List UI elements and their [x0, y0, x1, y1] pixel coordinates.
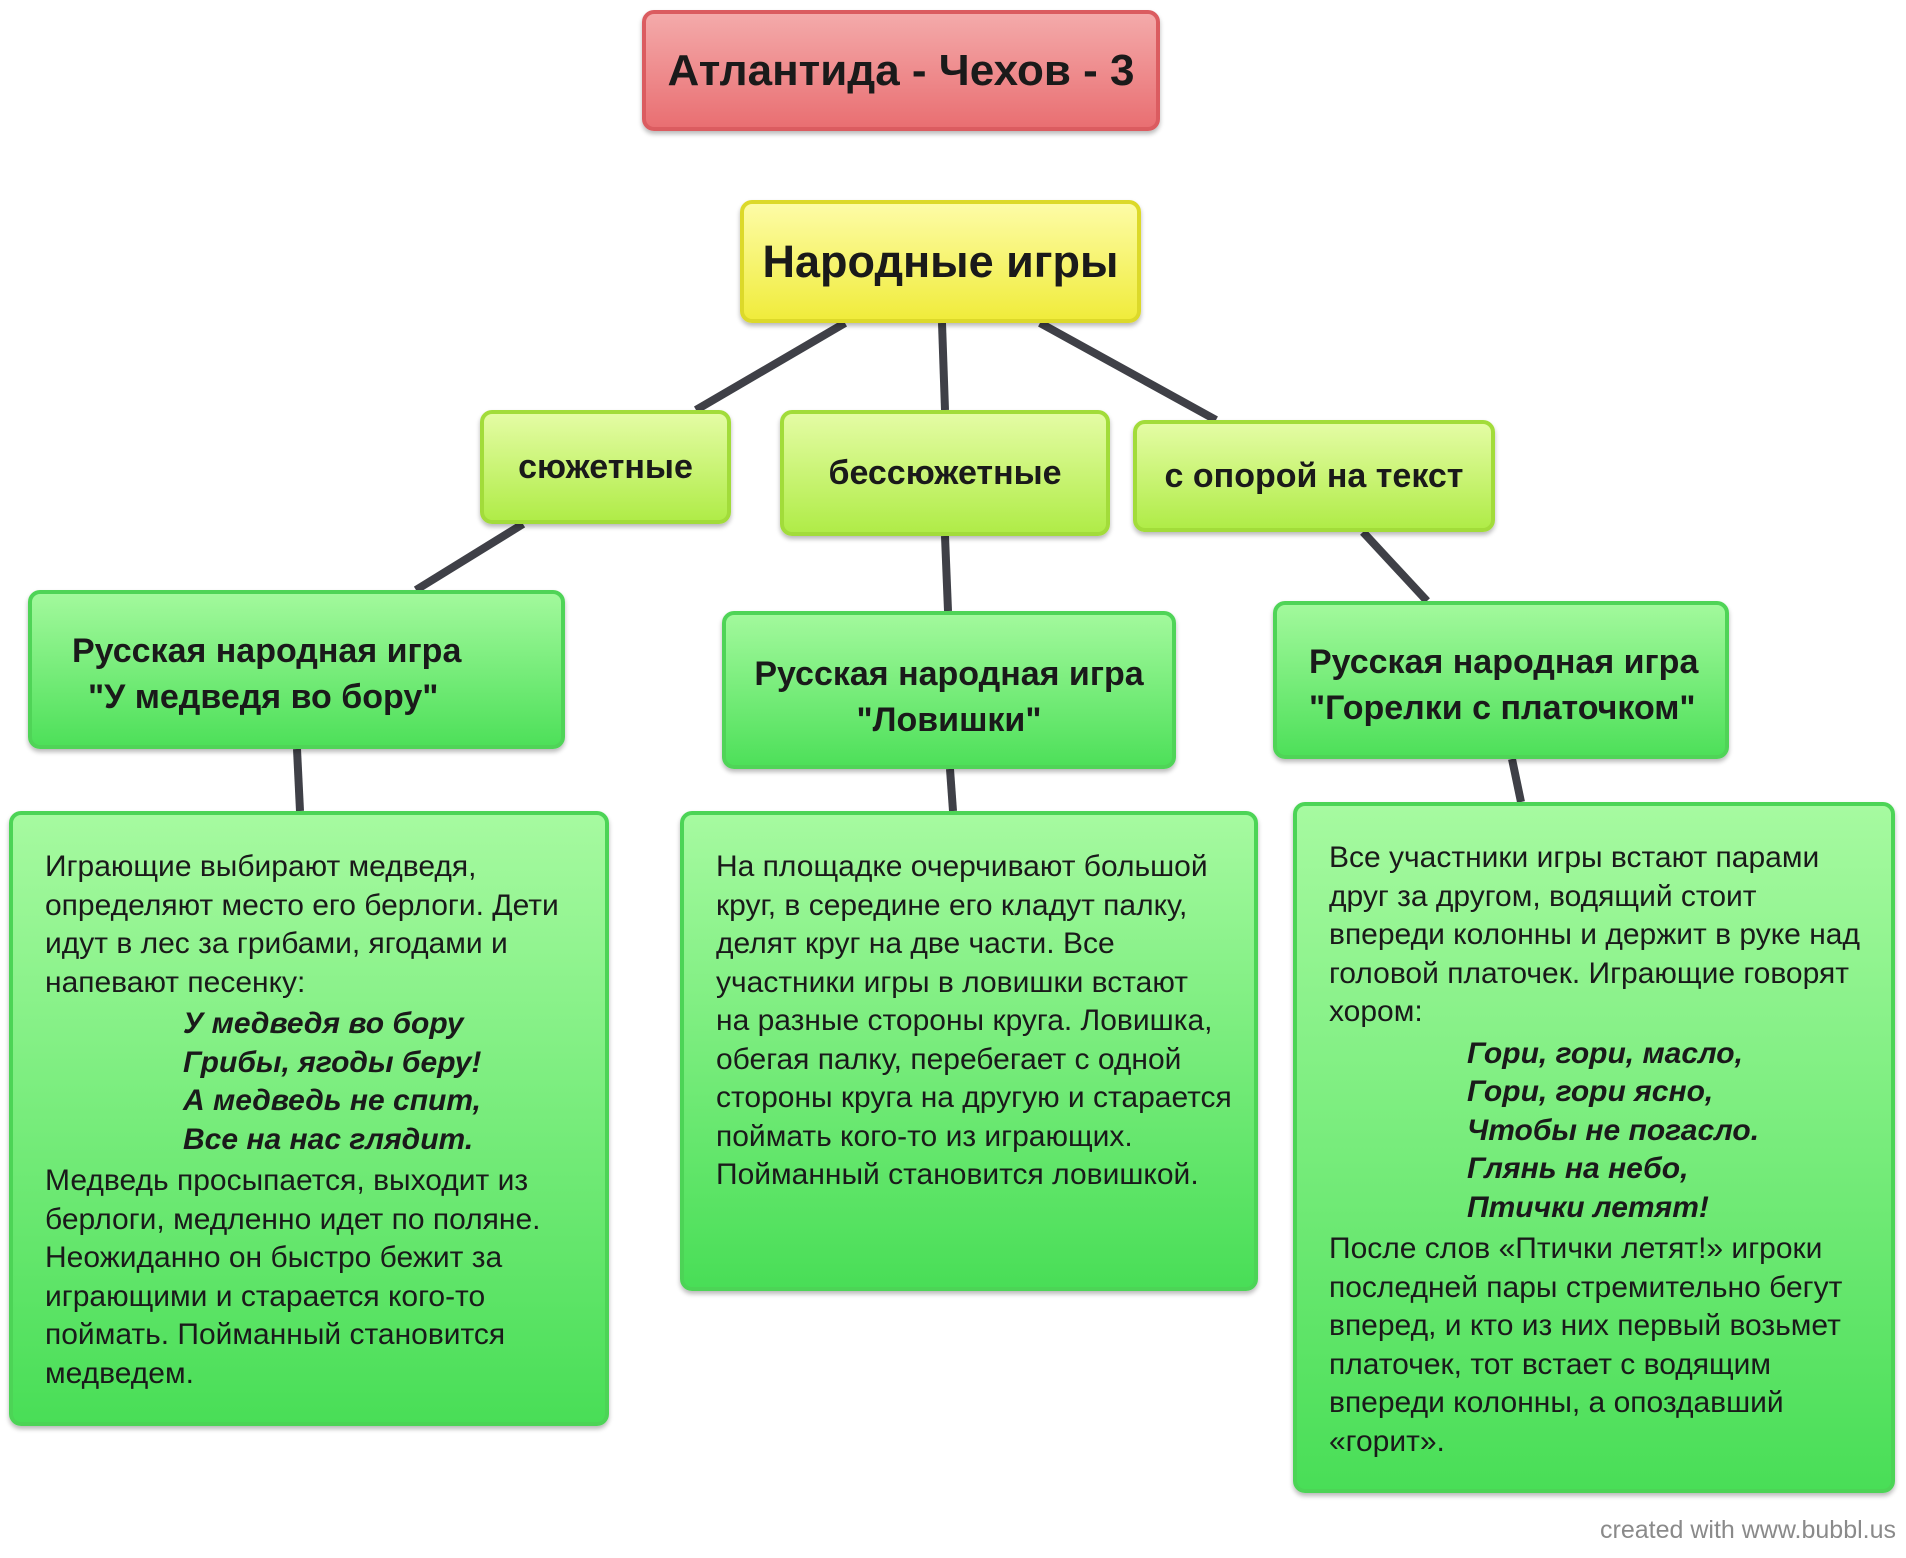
text-line: делят круг на две части. Все [716, 927, 1115, 960]
game-label-line2: "У медведя во бору" [88, 678, 439, 716]
text-line: платочек, тот встает с водящим [1329, 1347, 1772, 1381]
text-line: друг за другом, водящий стоит [1329, 879, 1757, 913]
verse-line: Птички летят! [1467, 1190, 1709, 1224]
description-outro: После слов «Птички летят!» игроки послед… [1329, 1230, 1881, 1461]
connector-cat3-to-game3 [1360, 529, 1430, 604]
description-node-bear[interactable]: Играющие выбирают медведя, определяют ме… [9, 811, 609, 1426]
description-intro: Играющие выбирают медведя, определяют ме… [45, 848, 595, 1002]
connector-root-to-cat1 [693, 319, 848, 414]
text-line: берлоги, медленно идет по поляне. [45, 1202, 541, 1236]
game-label-line1: Русская народная игра [72, 632, 462, 670]
text-line: Неожиданно он быстро бежит за [45, 1241, 503, 1274]
connector-game1-to-desc1 [293, 748, 304, 812]
text-line: обегая палку, перебегает с одной [716, 1042, 1182, 1076]
song-verse: Гори, гори, масло, Гори, гори ясно, Чтоб… [1329, 1035, 1881, 1228]
verse-line: Все на нас глядит. [183, 1122, 474, 1156]
credit-watermark: created with www.bubbl.us [1600, 1516, 1896, 1544]
text-line: круг, в середине его кладут палку, [716, 888, 1188, 922]
description-intro: На площадке очерчивают большой круг, в с… [716, 848, 1244, 1195]
category-node-text-based[interactable]: с опорой на текст [1133, 420, 1495, 532]
description-intro: Все участники игры встают парами друг за… [1329, 839, 1881, 1032]
text-line: стороны круга на другую и старается [716, 1081, 1232, 1114]
text-line: После слов «Птички летят!» игроки [1329, 1232, 1823, 1265]
connector-root-to-cat2 [938, 322, 949, 411]
text-line: поймать. Пойманный становится [45, 1318, 506, 1351]
game-node-catchers[interactable]: Русская народная игра "Ловишки" [722, 611, 1176, 769]
text-line: последней пары стремительно бегут [1329, 1270, 1843, 1304]
text-line: Пойманный становится ловишкой. [716, 1158, 1199, 1191]
text-line: впереди колонны, а опоздавший [1329, 1386, 1784, 1419]
text-line: Все участники игры встают парами [1329, 841, 1820, 874]
song-verse: У медведя во бору Грибы, ягоды беру! А м… [45, 1005, 595, 1159]
game-label-line2: "Ловишки" [856, 701, 1042, 739]
verse-line: Грибы, ягоды беру! [183, 1045, 482, 1079]
text-line: на разные стороны круга. Ловишка, [716, 1004, 1213, 1037]
game-label-line1: Русская народная игра [754, 655, 1144, 693]
text-line: головой платочек. Играющие говорят [1329, 956, 1849, 990]
text-line: хором: [1329, 995, 1423, 1028]
description-outro: Медведь просыпается, выходит из берлоги,… [45, 1162, 595, 1393]
category-node-plotless[interactable]: бессюжетные [780, 410, 1110, 536]
text-line: напевают песенку: [45, 965, 306, 999]
game-node-bear[interactable]: Русская народная игра "У медведя во бору… [28, 590, 565, 749]
text-line: впереди колонны и держит в руке над [1329, 918, 1860, 951]
text-line: Играющие выбирают медведя, [45, 850, 477, 883]
verse-line: У медведя во бору [183, 1007, 464, 1040]
text-line: поймать кого-то из играющих. [716, 1119, 1133, 1153]
text-line: играющими и старается кого-то [45, 1279, 486, 1313]
description-node-catchers[interactable]: На площадке очерчивают большой круг, в с… [680, 811, 1258, 1291]
category-node-plot[interactable]: сюжетные [480, 410, 731, 524]
description-node-burners[interactable]: Все участники игры встают парами друг за… [1293, 802, 1895, 1493]
game-node-burners[interactable]: Русская народная игра "Горелки с платочк… [1273, 601, 1729, 759]
map-title-node[interactable]: Атлантида - Чехов - 3 [642, 10, 1160, 131]
category-label: сюжетные [518, 447, 693, 486]
category-label: с опорой на текст [1164, 456, 1464, 495]
root-label: Народные игры [762, 235, 1119, 287]
text-line: «горит». [1329, 1424, 1445, 1458]
root-node[interactable]: Народные игры [740, 200, 1141, 323]
game-label-line2: "Горелки с платочком" [1309, 689, 1696, 727]
connector-game2-to-desc2 [946, 768, 957, 812]
connector-cat2-to-game2 [941, 535, 952, 612]
text-line: Медведь просыпается, выходит из [45, 1164, 529, 1197]
verse-line: Гори, гори ясно, [1467, 1075, 1714, 1108]
text-line: идут в лес за грибами, ягодами и [45, 927, 508, 960]
text-line: определяют место его берлоги. Дети [45, 888, 559, 922]
map-title: Атлантида - Чехов - 3 [667, 45, 1135, 95]
text-line: На площадке очерчивают большой [716, 850, 1208, 883]
text-line: участники игры в ловишки встают [716, 965, 1188, 999]
game-label-line1: Русская народная игра [1309, 643, 1699, 681]
connector-game3-to-desc3 [1508, 758, 1525, 803]
verse-line: А медведь не спит, [183, 1084, 481, 1117]
verse-line: Чтобы не погасло. [1467, 1113, 1760, 1147]
verse-line: Глянь на небо, [1467, 1152, 1689, 1185]
connector-root-to-cat3 [1038, 319, 1218, 424]
verse-line: Гори, гори, масло, [1467, 1036, 1743, 1070]
connector-cat1-to-game1 [413, 520, 526, 594]
category-label: бессюжетные [828, 453, 1062, 492]
text-line: медведем. [45, 1356, 194, 1390]
text-line: вперед, и кто из них первый возьмет [1329, 1309, 1841, 1342]
